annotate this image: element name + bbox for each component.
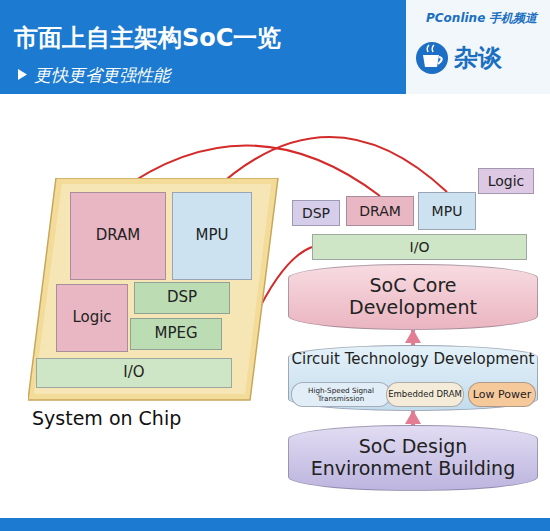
node-label: Embedded DRAM xyxy=(388,390,462,399)
node-label: I/O xyxy=(123,364,144,381)
stage-band: Circuit Technology DevelopmentHigh-Speed… xyxy=(288,345,538,411)
logo-panel xyxy=(406,0,550,94)
stage-band: SoC Design Environment Building xyxy=(288,425,538,491)
block-box: MPU xyxy=(172,192,252,280)
node-label: SoC Design Environment Building xyxy=(308,436,518,480)
node-label: Logic xyxy=(72,309,111,326)
footer-bar xyxy=(0,518,550,531)
node-label: MPU xyxy=(196,227,229,244)
block-box: MPEG xyxy=(130,318,222,350)
block-box: I/O xyxy=(36,358,232,388)
connector-arrow xyxy=(411,411,415,425)
subtitle: 更快更省更强性能 xyxy=(34,64,170,87)
block-box: I/O xyxy=(312,234,527,260)
node-label: DRAM xyxy=(96,227,141,244)
cup-icon-circle xyxy=(416,42,448,74)
node-label: High-Speed Signal Transmission xyxy=(292,387,390,402)
node-label: MPU xyxy=(432,203,463,219)
node-label: I/O xyxy=(410,239,430,255)
node-label: Circuit Technology Development xyxy=(292,351,535,368)
node-label: DSP xyxy=(167,289,197,306)
stage-band: High-Speed Signal Transmission xyxy=(291,382,391,407)
logo-text: 杂谈 xyxy=(454,42,502,74)
connector-arrow xyxy=(411,330,415,345)
stage-band: Embedded DRAM xyxy=(386,382,464,407)
node-label: SoC Core Development xyxy=(323,275,503,319)
node-label: MPEG xyxy=(154,325,197,342)
node-label: DSP xyxy=(302,205,330,221)
chip-body xyxy=(28,178,278,400)
chip-outline: System on Chip DRAM MPU Logic DSP MPEG I/O xyxy=(28,178,280,430)
chip-inner xyxy=(34,184,271,394)
block-box: DSP xyxy=(292,200,340,226)
cup-icon xyxy=(423,55,439,67)
page-title: 市面上自主架构SoC一览 xyxy=(14,22,281,54)
block-box: DRAM xyxy=(346,196,414,226)
cup-steam xyxy=(427,45,434,52)
block-box: DRAM xyxy=(70,192,166,280)
node-label: DRAM xyxy=(359,203,401,219)
stage-band: Low Power xyxy=(468,382,536,407)
block-box: Logic xyxy=(478,168,534,194)
bullet-triangle xyxy=(18,69,27,80)
block-box: MPU xyxy=(418,192,476,230)
node-label: System on Chip xyxy=(28,408,181,430)
cup-handle xyxy=(438,57,442,64)
logo-text: PConline 手机频道 xyxy=(426,10,537,27)
stage-band: SoC Core Development xyxy=(288,264,538,330)
block-box: Logic xyxy=(56,284,128,352)
node-label: Logic xyxy=(488,173,525,189)
block-box: DSP xyxy=(134,282,230,314)
header-bar xyxy=(0,0,550,94)
node-label: Low Power xyxy=(473,389,531,401)
